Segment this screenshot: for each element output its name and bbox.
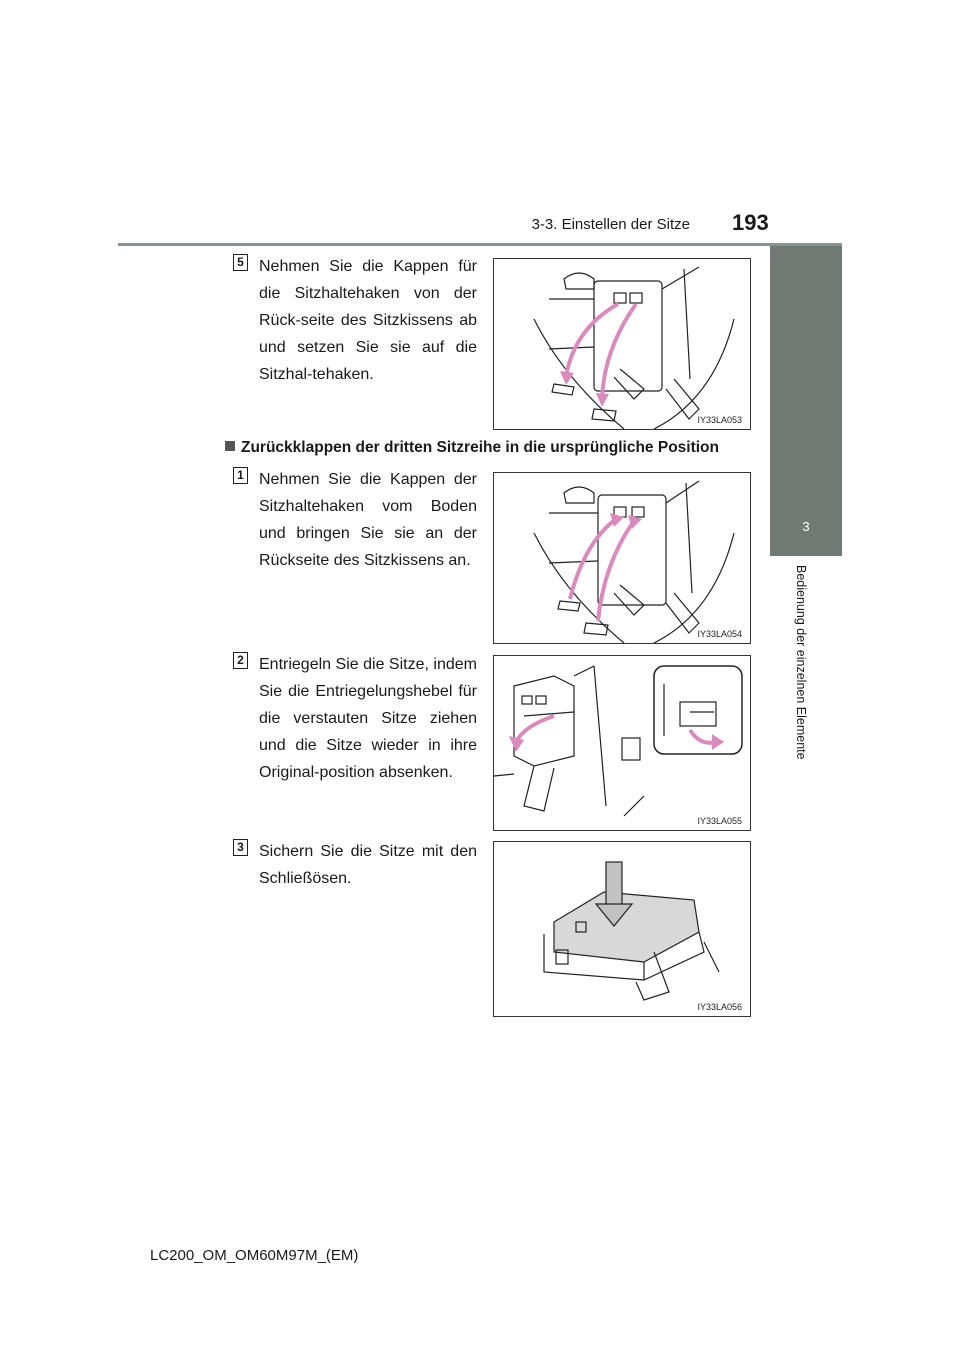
figure-code: IY33LA056 xyxy=(697,1002,742,1012)
chapter-tab-upper xyxy=(770,246,842,498)
figure-code: IY33LA055 xyxy=(697,816,742,826)
release-lever-illustration xyxy=(494,665,743,817)
step-1-text: Nehmen Sie die Kappen der Sitzhaltehaken… xyxy=(259,471,477,569)
step-number-5: 5 xyxy=(233,254,248,271)
bullet-square-icon xyxy=(225,441,235,451)
attach-caps-illustration xyxy=(533,480,735,643)
figure-secure-seat: IY33LA056 xyxy=(493,841,751,1017)
header-divider xyxy=(118,243,842,246)
seat-hook-caps-illustration xyxy=(533,266,735,429)
chapter-title-vertical: Bedienung der einzelnen Elemente xyxy=(794,565,808,760)
step-number-3: 3 xyxy=(233,839,248,856)
chapter-number-tab: 3 xyxy=(770,498,842,556)
step-number-1: 1 xyxy=(233,467,248,484)
secure-seat-illustration xyxy=(543,861,720,1001)
figure-remove-caps: IY33LA053 xyxy=(493,258,751,430)
step-number-2: 2 xyxy=(233,652,248,669)
subheading-text: Zurückklappen der dritten Sitzreihe in d… xyxy=(241,439,719,456)
document-code-footer: LC200_OM_OM60M97M_(EM) xyxy=(150,1247,359,1264)
figure-attach-caps: IY33LA054 xyxy=(493,472,751,644)
page-number: 193 xyxy=(732,210,769,235)
section-title: 3-3. Einstellen der Sitze xyxy=(531,216,690,233)
press-arrow-icon xyxy=(594,903,634,927)
figure-release-lever: IY33LA055 xyxy=(493,655,751,831)
press-arrow-shaft xyxy=(605,861,623,909)
step-5-text: Nehmen Sie die Kappen für die Sitzhalteh… xyxy=(259,258,477,383)
figure-code: IY33LA053 xyxy=(697,415,742,425)
step-2-text: Entriegeln Sie die Sitze, indem Sie die … xyxy=(259,656,477,781)
step-3-text: Sichern Sie die Sitze mit den Schließöse… xyxy=(259,843,477,887)
figure-code: IY33LA054 xyxy=(697,629,742,639)
detail-inset xyxy=(653,665,743,755)
section-subheading: Zurückklappen der dritten Sitzreihe in d… xyxy=(225,439,719,457)
